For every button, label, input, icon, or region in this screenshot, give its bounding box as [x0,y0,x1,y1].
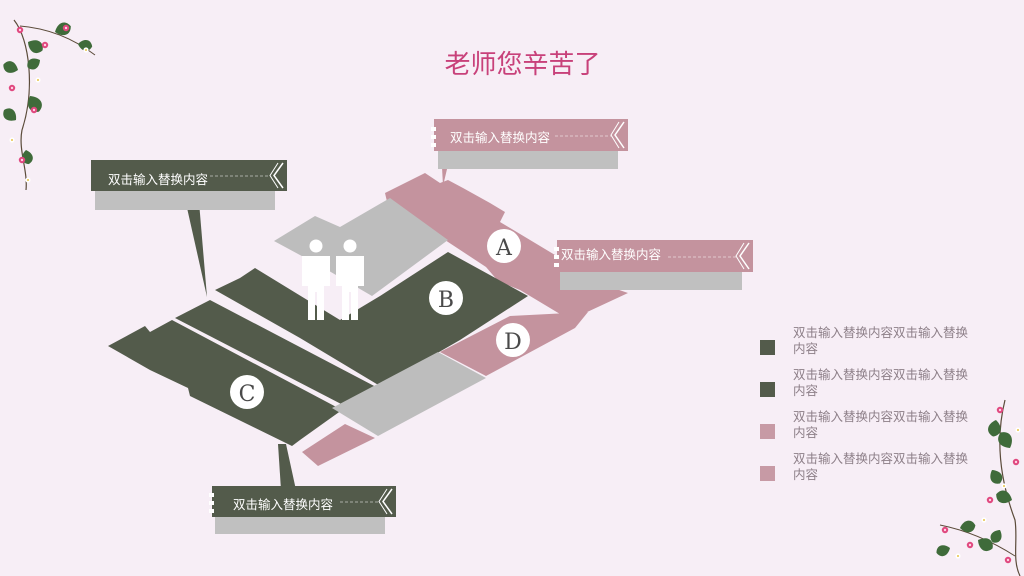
legend: 双击输入替换内容双击输入替换内容 双击输入替换内容双击输入替换内容 双击输入替换… [760,325,970,493]
people-icon [302,239,364,320]
svg-text:B: B [438,288,454,313]
legend-text[interactable]: 双击输入替换内容双击输入替换内容 [793,367,969,398]
callout-bottom-label[interactable]: 双击输入替换内容 [233,497,334,512]
callout-right [554,240,753,290]
callout-bottom [209,444,396,534]
callout-top-left-label[interactable]: 双击输入替换内容 [108,172,209,187]
callout-top-center-label[interactable]: 双击输入替换内容 [450,130,551,145]
marker-b: B [429,281,463,315]
zone-gray-bottom [332,352,486,436]
legend-text[interactable]: 双击输入替换内容双击输入替换内容 [793,325,969,356]
legend-swatch [760,466,775,481]
callout-top-center [431,119,628,186]
zone-middle [175,300,378,406]
zone-pink-bottom [302,424,375,466]
page-title: 老师您辛苦了 [444,50,601,80]
zone-gray-top [274,198,448,296]
flower-corner-top-left [0,19,96,191]
legend-swatch [760,382,775,397]
legend-item: 双击输入替换内容双击输入替换内容 [760,409,970,441]
marker-a: A [487,229,521,263]
marker-d: D [496,323,530,357]
svg-text:A: A [495,236,513,261]
flower-corner-bottom-right [934,399,1021,576]
legend-swatch [760,340,775,355]
legend-item: 双击输入替换内容双击输入替换内容 [760,325,970,357]
callout-right-label[interactable]: 双击输入替换内容 [561,247,662,262]
svg-text:D: D [504,330,522,355]
legend-item: 双击输入替换内容双击输入替换内容 [760,451,970,483]
svg-text:C: C [239,382,256,407]
callout-top-left [91,160,287,297]
marker-c: C [230,375,264,409]
legend-swatch [760,424,775,439]
legend-text[interactable]: 双击输入替换内容双击输入替换内容 [793,451,969,482]
legend-text[interactable]: 双击输入替换内容双击输入替换内容 [793,409,969,440]
floor-plan [108,173,628,466]
zone-c [108,320,342,446]
legend-item: 双击输入替换内容双击输入替换内容 [760,367,970,399]
